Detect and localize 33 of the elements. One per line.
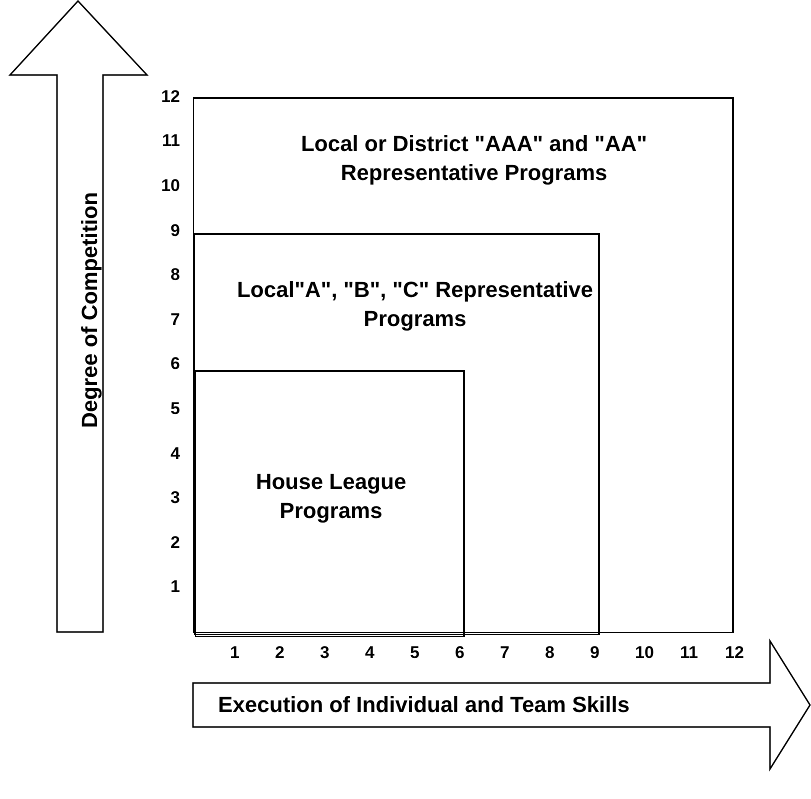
tick-label: 2: [275, 643, 284, 663]
program-box: [194, 233, 600, 635]
tick-label: 5: [170, 399, 180, 419]
tick-label: 6: [455, 643, 464, 663]
box-label: Local or District "AAA" and "AA" Representative Programs: [300, 130, 648, 187]
tick-label: 8: [545, 643, 554, 663]
box-label: House League Programs: [254, 468, 408, 525]
tick-label: 7: [500, 643, 510, 663]
tick-label: 12: [161, 86, 180, 107]
block-arrow: [193, 640, 811, 770]
tick-label: 1: [170, 577, 180, 598]
tick-label: 6: [170, 354, 180, 374]
tick-label: 9: [170, 220, 180, 241]
tick-label: 8: [170, 265, 180, 286]
tick-label: 3: [170, 488, 180, 508]
tick-label: 2: [170, 532, 180, 553]
tick-label: 10: [161, 176, 180, 196]
tick-label: 5: [410, 643, 420, 663]
axis-label: Degree of Competition: [76, 191, 103, 430]
box-label: Local"A", "B", "C" Representative Programs: [236, 276, 594, 333]
block-arrow: [10, 0, 147, 632]
axis-label: Execution of Individual and Team Skills: [218, 691, 631, 719]
tick-label: 12: [725, 643, 744, 663]
tick-label: 1: [230, 643, 240, 663]
tick-label: 11: [162, 131, 180, 152]
tick-label: 4: [170, 444, 180, 464]
tick-label: 3: [320, 643, 330, 663]
tick-label: 11: [680, 643, 698, 663]
tick-label: 10: [635, 643, 654, 663]
tick-label: 9: [590, 643, 600, 663]
program-box: [195, 370, 465, 637]
tick-label: 4: [365, 643, 374, 663]
tick-label: 7: [170, 310, 180, 330]
